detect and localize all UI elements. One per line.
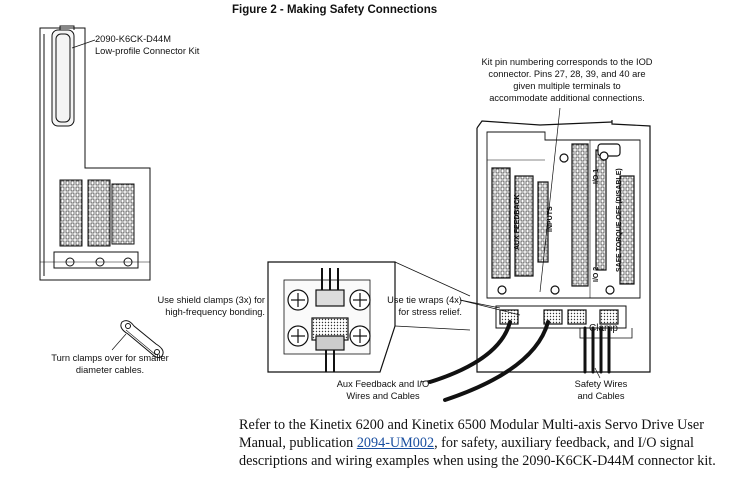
- cables: [428, 320, 611, 402]
- reference-paragraph: Refer to the Kinetix 6200 and Kinetix 65…: [239, 416, 719, 470]
- kit-part-number: 2090-K6CK-D44M: [95, 34, 171, 44]
- io2-terminal-label: I/O 2: [593, 267, 600, 282]
- clamp-label: Clamp: [589, 323, 618, 334]
- figure-title: Figure 2 - Making Safety Connections: [232, 4, 438, 16]
- aux-feedback-terminal-label: AUX FEEDBACK: [514, 194, 521, 250]
- safety-cables-callout: Safety Wires and Cables: [574, 379, 628, 401]
- shield-clamps-callout: Use shield clamps (3x) for high-frequenc…: [157, 295, 265, 317]
- turn-clamps-callout: Turn clamps over for smaller diameter ca…: [51, 353, 169, 375]
- io1-terminal-label: I/O 1: [593, 169, 600, 184]
- shield-clamp-detail: [267, 261, 471, 373]
- tie-wraps-callout: Use tie wraps (4x) for stress relief.: [387, 295, 462, 317]
- shield-clamp-part: [120, 320, 164, 359]
- pin-numbering-note: Kit pin numbering corresponds to the IOD…: [481, 57, 653, 103]
- kit-callout: 2090-K6CK-D44M Low-profile Connector Kit: [95, 33, 199, 57]
- connector-kit-drawing: [39, 25, 151, 281]
- kit-name: Low-profile Connector Kit: [95, 46, 200, 56]
- paragraph-text-2: , for safety, auxiliary feedback, and I/…: [239, 435, 716, 469]
- safety-terminal-label: SAFE TORQUE OFF (DISABLE): [616, 168, 623, 272]
- inputs-terminal-label: INPUTS: [547, 206, 554, 232]
- aux-feedback-cables-callout: Aux Feedback and I/O Wires and Cables: [336, 379, 430, 401]
- publication-link[interactable]: 2094-UM002: [356, 435, 435, 451]
- paragraph-text-1: Refer to the Kinetix 6200 and Kinetix 65…: [239, 417, 704, 451]
